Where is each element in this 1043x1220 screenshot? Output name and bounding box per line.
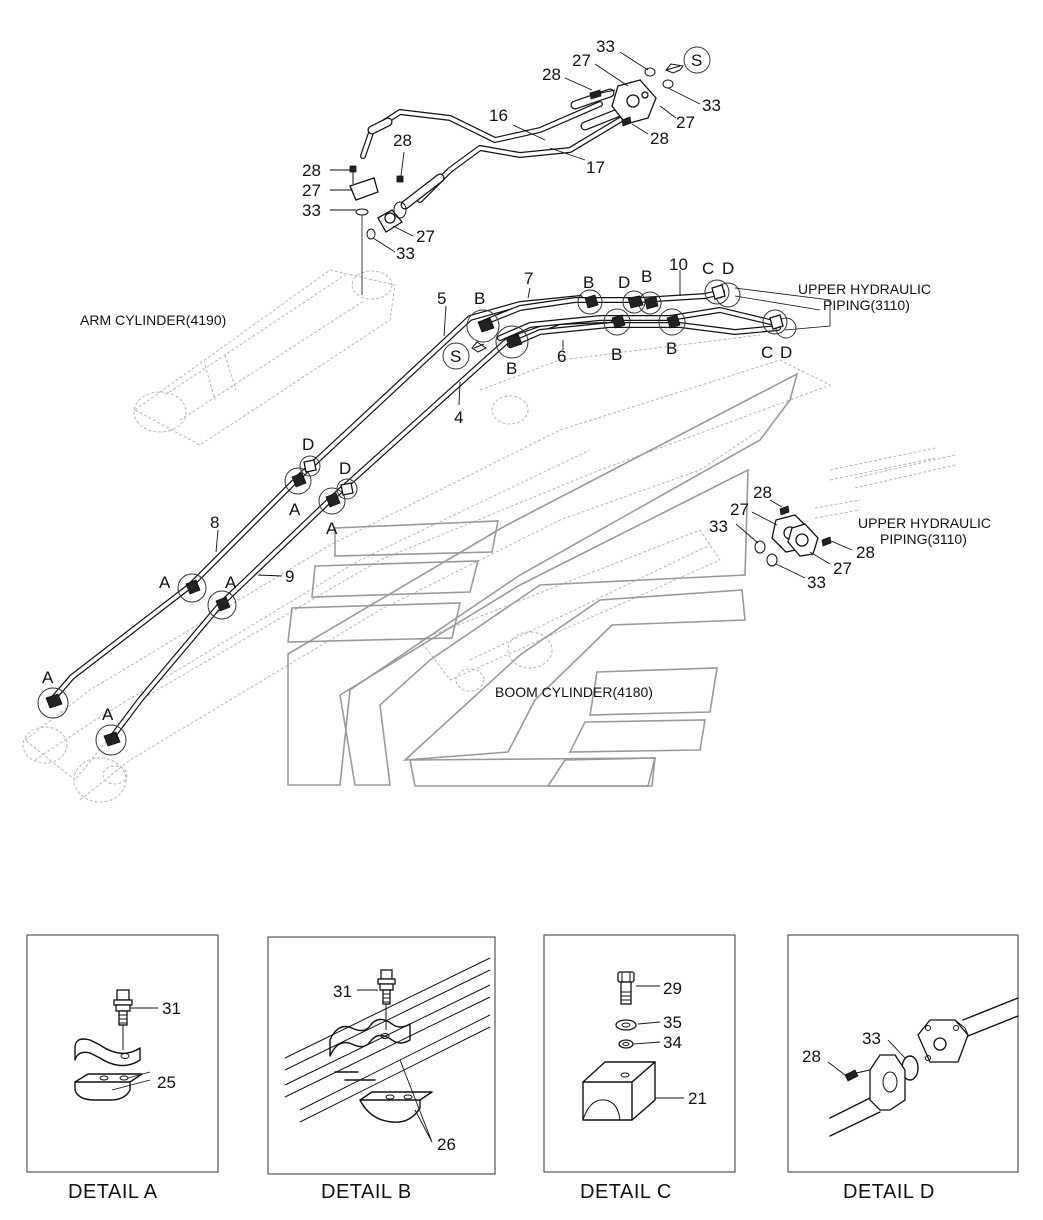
callout-33-top: 33 xyxy=(596,37,615,56)
callout-8: 8 xyxy=(210,513,219,532)
hose-16-17-assembly xyxy=(349,67,674,295)
note-upper-piping-right-line1: UPPER HYDRAULIC xyxy=(858,515,991,531)
pipe-line-6 xyxy=(507,322,781,348)
letter-a-4: A xyxy=(225,573,237,592)
text-notes: ARM CYLINDER(4190) BOOM CYLINDER(4180) U… xyxy=(80,281,991,700)
detail-a-callout-25: 25 xyxy=(157,1073,176,1092)
letter-c-1: C xyxy=(702,259,714,278)
detail-b-title: DETAIL B xyxy=(321,1181,412,1203)
callout-5: 5 xyxy=(437,289,446,308)
detail-a-callout-31: 31 xyxy=(162,999,181,1018)
letter-a-1: A xyxy=(289,500,301,519)
callout-33-left: 33 xyxy=(302,201,321,220)
pipe-line-8-and-5 xyxy=(49,295,583,703)
detail-d-title: DETAIL D xyxy=(843,1181,935,1203)
letter-s-top: S xyxy=(691,51,702,70)
callout-10: 10 xyxy=(669,255,688,274)
detail-callout-circles xyxy=(37,46,797,756)
callout-27-top: 27 xyxy=(572,51,591,70)
callout-9: 9 xyxy=(285,567,294,586)
detail-b-callout-31: 31 xyxy=(333,982,352,1001)
letter-c-2: C xyxy=(761,343,773,362)
callout-33-rflange-lower: 33 xyxy=(807,573,826,592)
detail-c-callout-29: 29 xyxy=(663,979,682,998)
detail-a-title: DETAIL A xyxy=(68,1181,158,1203)
detail-d-panel: 33 28 DETAIL D xyxy=(787,934,1019,1203)
letter-b-1: B xyxy=(474,289,485,308)
leader-lines xyxy=(215,51,853,579)
right-flange-assembly xyxy=(754,505,832,567)
letter-b-3: B xyxy=(583,273,594,292)
letter-a-6: A xyxy=(102,705,114,724)
callout-27-right: 27 xyxy=(676,113,695,132)
callout-16: 16 xyxy=(489,106,508,125)
detail-d-callout-28: 28 xyxy=(802,1047,821,1066)
letter-d-5: D xyxy=(339,459,351,478)
letter-d-3: D xyxy=(780,343,792,362)
callout-7: 7 xyxy=(524,269,533,288)
letter-a-3: A xyxy=(159,573,171,592)
callout-28-right: 28 xyxy=(650,129,669,148)
note-upper-piping-right-line2: PIPING(3110) xyxy=(880,531,967,547)
detail-b-callout-26: 26 xyxy=(437,1135,456,1154)
letter-d-4: D xyxy=(302,435,314,454)
callout-27-rflange: 27 xyxy=(730,500,749,519)
letter-a-2: A xyxy=(326,519,338,538)
detail-b-panel: 31 26 DETAIL B xyxy=(267,936,496,1203)
letter-s-mid: S xyxy=(450,347,461,366)
letter-b-5: B xyxy=(611,345,622,364)
callout-4: 4 xyxy=(454,408,463,427)
letter-d-1: D xyxy=(618,273,630,292)
letter-a-5: A xyxy=(42,668,54,687)
note-upper-piping-top-line1: UPPER HYDRAULIC xyxy=(798,281,931,297)
callout-33-rflange: 33 xyxy=(709,517,728,536)
detail-d-callout-33: 33 xyxy=(862,1029,881,1048)
note-upper-piping-top-line2: PIPING(3110) xyxy=(823,297,910,313)
detail-a-panel: 31 25 DETAIL A xyxy=(26,934,219,1203)
callout-28-top: 28 xyxy=(542,65,561,84)
callout-27-left: 27 xyxy=(302,181,321,200)
letter-b-6: B xyxy=(666,339,677,358)
callout-28-left: 28 xyxy=(302,161,321,180)
boom-decal-stripes xyxy=(287,372,799,787)
callout-6: 6 xyxy=(557,347,566,366)
callout-33-right: 33 xyxy=(702,96,721,115)
detail-c-callout-34: 34 xyxy=(663,1033,682,1052)
detail-c-callout-35: 35 xyxy=(663,1013,682,1032)
detail-c-panel: 29 35 34 21 DETAIL C xyxy=(543,934,736,1203)
letter-b-2: B xyxy=(506,359,517,378)
callout-28-rflange: 28 xyxy=(753,483,772,502)
letter-d-2: D xyxy=(722,259,734,278)
detail-c-callout-21: 21 xyxy=(688,1089,707,1108)
callout-33-left-lower: 33 xyxy=(396,244,415,263)
detail-letters: S S B B B D B B B C D C D D D A A A A A … xyxy=(42,51,792,724)
callout-28-rflange-lower: 28 xyxy=(856,543,875,562)
note-arm-cylinder: ARM CYLINDER(4190) xyxy=(80,312,226,328)
callout-17: 17 xyxy=(586,158,605,177)
detail-c-title: DETAIL C xyxy=(580,1181,672,1203)
letter-b-4: B xyxy=(641,267,652,286)
background-machine-outline xyxy=(22,269,956,803)
callout-numbers: 33 27 28 33 27 28 16 17 28 28 27 33 27 3… xyxy=(210,37,875,592)
callout-27-left-lower: 27 xyxy=(416,227,435,246)
pipe-line-7-and-10 xyxy=(482,289,773,341)
callout-27-rflange-lower: 27 xyxy=(833,559,852,578)
callout-28-left-upper: 28 xyxy=(393,131,412,150)
note-boom-cylinder: BOOM CYLINDER(4180) xyxy=(495,684,653,700)
